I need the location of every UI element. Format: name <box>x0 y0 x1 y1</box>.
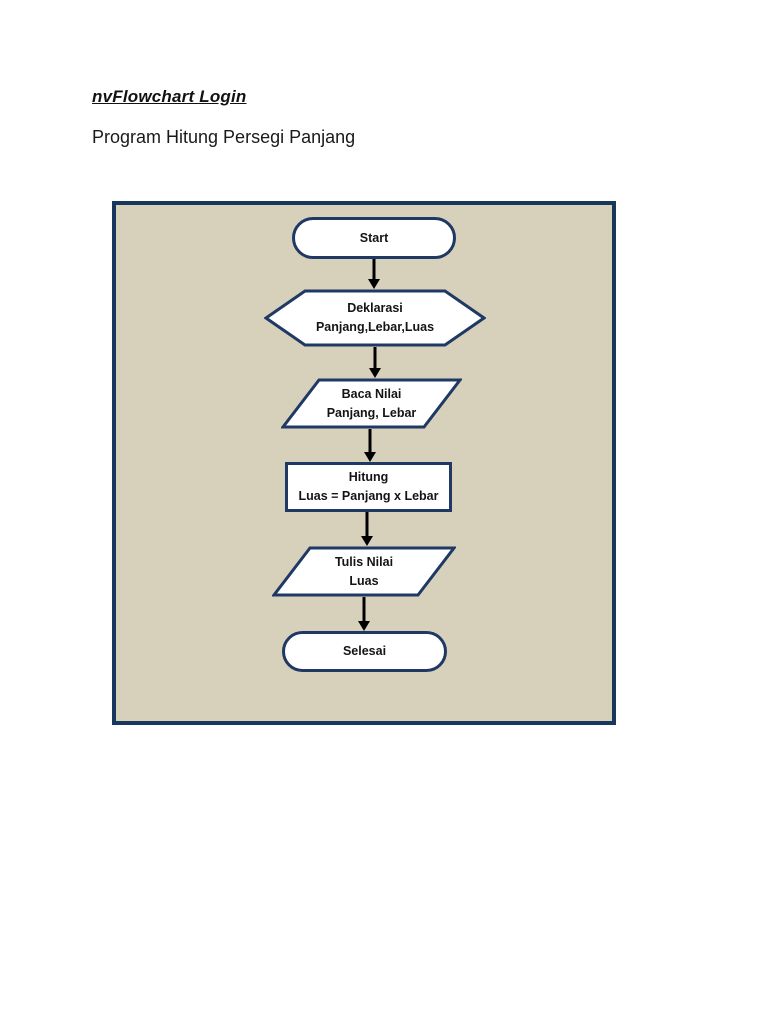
arrow-shaft <box>373 347 377 370</box>
arrow-shaft <box>368 429 372 454</box>
flow-arrow-down-icon <box>364 429 376 462</box>
flowchart-node-tulis-nilai: Tulis Nilai Luas <box>272 546 456 597</box>
flow-arrow-down-icon <box>358 597 370 631</box>
flowchart-canvas: Start Deklarasi Panjang,Lebar,Luas <box>112 201 616 725</box>
process-rectangle-shape <box>285 462 452 512</box>
flowchart-node-baca-nilai: Baca Nilai Panjang, Lebar <box>281 378 462 429</box>
input-parallelogram-shape <box>281 378 462 429</box>
arrow-head <box>369 368 381 378</box>
preparation-hexagon-shape <box>264 289 486 347</box>
flowchart-node-selesai: Selesai <box>282 631 447 672</box>
arrow-head <box>361 536 373 546</box>
output-parallelogram-shape <box>272 546 456 597</box>
arrow-shaft <box>362 597 366 623</box>
arrow-shaft <box>372 259 376 281</box>
flow-arrow-down-icon <box>368 259 380 289</box>
flowchart-node-deklarasi: Deklarasi Panjang,Lebar,Luas <box>264 289 486 347</box>
arrow-head <box>368 279 380 289</box>
flowchart-node-hitung: Hitung Luas = Panjang x Lebar <box>285 462 452 512</box>
page-title: nvFlowchart Login <box>92 87 247 106</box>
terminator-shape <box>282 631 447 672</box>
flow-arrow-down-icon <box>369 347 381 378</box>
flow-arrow-down-icon <box>361 512 373 546</box>
arrow-head <box>364 452 376 462</box>
terminator-shape <box>292 217 456 259</box>
arrow-shaft <box>365 512 369 538</box>
arrow-head <box>358 621 370 631</box>
page-subtitle: Program Hitung Persegi Panjang <box>92 127 356 147</box>
flowchart-node-start: Start <box>292 217 456 259</box>
